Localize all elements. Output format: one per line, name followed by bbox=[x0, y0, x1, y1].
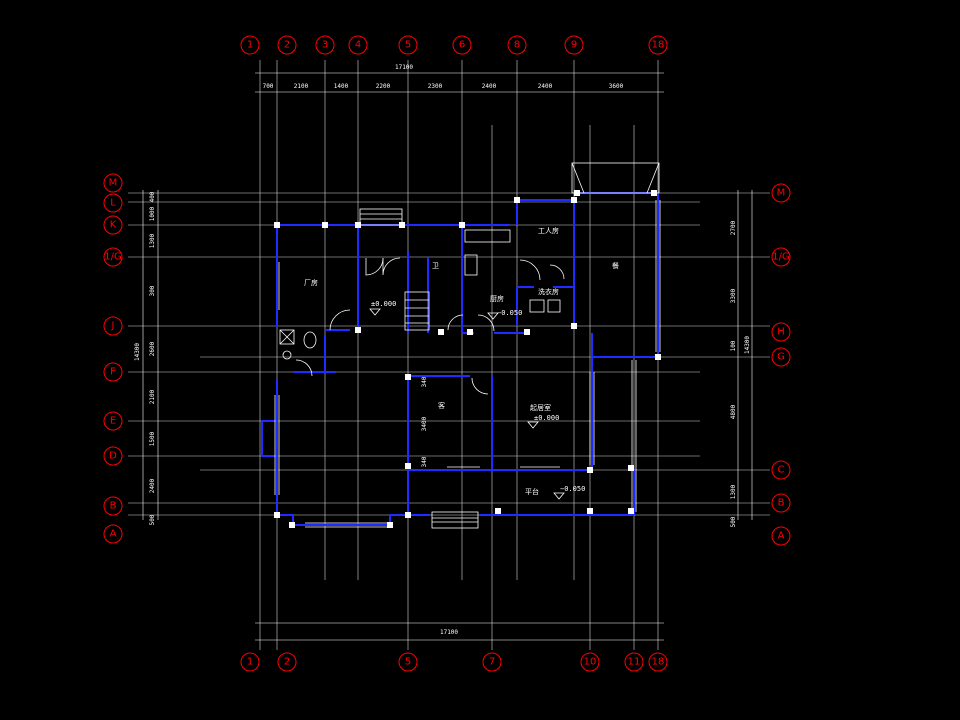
axis-label: 1/G bbox=[104, 252, 121, 263]
dim-text: 14300 bbox=[744, 336, 751, 354]
right-axis-bubbles: M 1/G H G C B A bbox=[771, 183, 791, 546]
dim-text: 17100 bbox=[395, 64, 413, 71]
room-label-platform: 平台 bbox=[525, 487, 539, 496]
axis-label: 5 bbox=[405, 657, 411, 668]
axis-label: 10 bbox=[584, 657, 597, 668]
dim-text: 14300 bbox=[134, 343, 141, 361]
top-axis-bubbles: 1 2 3 4 5 6 8 9 18 bbox=[240, 35, 668, 55]
axis-label: 3 bbox=[322, 40, 328, 51]
dim-text: 3300 bbox=[730, 288, 737, 303]
room-label-dining: 餐 bbox=[612, 261, 619, 270]
axis-label: 9 bbox=[571, 40, 577, 51]
room-labels: 厂房 工人房 洗衣房 厨房 客 起居室 平台 卫 餐 bbox=[304, 226, 619, 496]
dim-text: 340 bbox=[421, 376, 428, 387]
structural-columns bbox=[274, 190, 661, 528]
axis-label: 2 bbox=[284, 657, 290, 668]
axis-label: 8 bbox=[514, 40, 520, 51]
axis-label: C bbox=[778, 465, 785, 476]
plan-details bbox=[274, 162, 661, 529]
dim-text: 1000 bbox=[149, 206, 156, 221]
level-marks: ±0.000 −0.050 ±0.000 −0.050 bbox=[371, 300, 585, 493]
dim-text: 700 bbox=[263, 83, 274, 90]
axis-label: D bbox=[109, 451, 117, 462]
axis-label: B bbox=[778, 498, 785, 509]
dim-text: 2100 bbox=[294, 83, 309, 90]
room-label-wc: 卫 bbox=[432, 262, 439, 270]
dim-text: 2100 bbox=[149, 389, 156, 404]
axis-label: J bbox=[111, 321, 115, 332]
room-label-guest: 客 bbox=[438, 401, 445, 410]
axis-label: 7 bbox=[489, 657, 495, 668]
axis-label: F bbox=[110, 367, 116, 378]
dim-text: 1300 bbox=[149, 233, 156, 248]
dim-text: 1400 bbox=[334, 83, 349, 90]
room-label-living: 起居室 bbox=[530, 403, 551, 412]
axis-label: 6 bbox=[459, 40, 465, 51]
axis-label: B bbox=[110, 501, 117, 512]
dim-text: 500 bbox=[730, 516, 737, 527]
right-dimension-chain: 2700 3300 100 4800 1300 500 14300 bbox=[730, 190, 753, 527]
level-mark: ±0.000 bbox=[534, 414, 559, 422]
vertical-grid-lines bbox=[259, 60, 659, 650]
axis-label: A bbox=[110, 529, 117, 540]
room-label-factory: 厂房 bbox=[304, 278, 318, 287]
level-mark: ±0.000 bbox=[371, 300, 396, 308]
dim-text: 300 bbox=[149, 285, 156, 296]
dim-text: 340 bbox=[421, 456, 428, 467]
axis-label: 18 bbox=[652, 657, 665, 668]
axis-label: 2 bbox=[284, 40, 290, 51]
level-mark: −0.050 bbox=[497, 309, 522, 317]
horizontal-grid-lines bbox=[128, 192, 770, 516]
room-label-worker: 工人房 bbox=[538, 226, 559, 235]
axis-label: 4 bbox=[355, 40, 361, 51]
axis-label: K bbox=[110, 220, 117, 231]
bottom-dimension-chain: 17100 bbox=[255, 622, 664, 641]
dim-text: 3400 bbox=[421, 416, 428, 431]
bottom-axis-bubbles: 1 2 5 7 10 11 18 bbox=[240, 652, 668, 672]
left-dimension-chain: 400 1000 1300 300 2600 2100 1500 2400 50… bbox=[134, 190, 159, 525]
dim-text: 2700 bbox=[730, 220, 737, 235]
axis-label: 5 bbox=[405, 40, 411, 51]
dim-text: 2400 bbox=[149, 478, 156, 493]
dim-text: 2200 bbox=[376, 83, 391, 90]
axis-label: L bbox=[110, 198, 116, 209]
axis-label: G bbox=[777, 352, 785, 363]
axis-label: A bbox=[778, 531, 785, 542]
dim-text: 400 bbox=[149, 191, 156, 202]
dim-text: 500 bbox=[149, 514, 156, 525]
dim-text: 4800 bbox=[730, 404, 737, 419]
interior-dims: 340 3400 340 bbox=[421, 376, 428, 467]
axis-label: 1/G bbox=[772, 252, 789, 263]
room-label-laundry: 洗衣房 bbox=[538, 287, 559, 296]
axis-label: E bbox=[110, 416, 116, 427]
dim-text: 2400 bbox=[482, 83, 497, 90]
dim-text: 2400 bbox=[538, 83, 553, 90]
axis-label: 1 bbox=[247, 40, 253, 51]
axis-label: M bbox=[109, 178, 118, 189]
dim-text: 2600 bbox=[149, 341, 156, 356]
axis-label: 1 bbox=[247, 657, 253, 668]
top-dimension-chain: 17100 700 2100 1400 2200 2300 2400 2400 … bbox=[255, 64, 664, 93]
dim-text: 3600 bbox=[609, 83, 624, 90]
dim-text: 1300 bbox=[730, 484, 737, 499]
axis-label: H bbox=[777, 327, 785, 338]
axis-label: 11 bbox=[628, 657, 641, 668]
building-walls bbox=[261, 192, 659, 526]
dim-text: 100 bbox=[730, 340, 737, 351]
dim-text: 17100 bbox=[440, 629, 458, 636]
dim-text: 1500 bbox=[149, 431, 156, 446]
dim-text: 2300 bbox=[428, 83, 443, 90]
axis-label: 18 bbox=[652, 40, 665, 51]
level-mark: −0.050 bbox=[560, 485, 585, 493]
room-label-kitchen: 厨房 bbox=[490, 294, 504, 303]
axis-label: M bbox=[777, 188, 786, 199]
left-axis-bubbles: M L K 1/G J F E D B A bbox=[103, 173, 123, 544]
